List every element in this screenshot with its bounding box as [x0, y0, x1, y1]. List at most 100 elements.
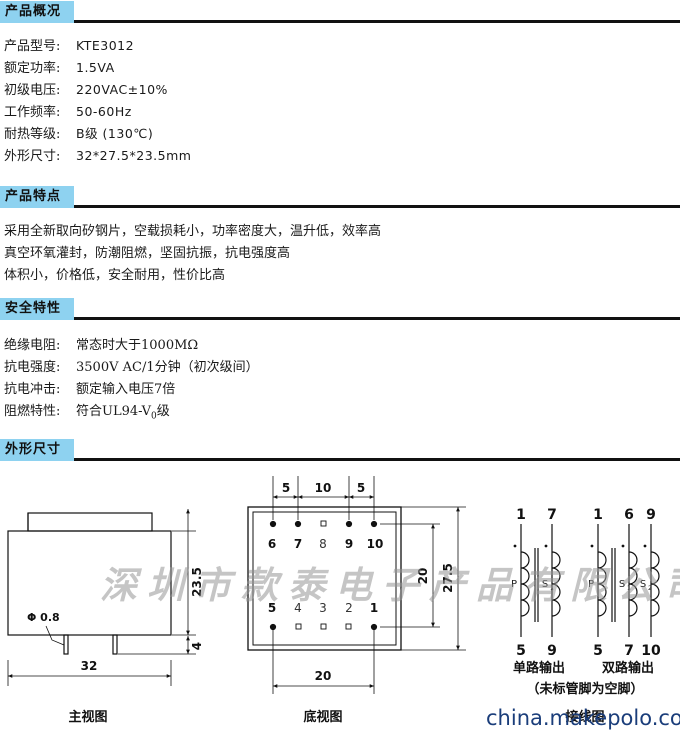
spec-label: 耐热等级: [4, 127, 61, 142]
spec-row-frequency: 工作频率: 50-60Hz [4, 103, 132, 122]
wiring-diagram [520, 524, 660, 637]
spec-value: 220VAC±10% [76, 82, 168, 97]
pin-number: 2 [345, 601, 353, 615]
terminal-number: 6 [624, 507, 634, 523]
safety-row-flame: 阻燃特性:符合UL94-V0级 [4, 403, 170, 426]
spec-label: 额定功率: [4, 61, 61, 76]
polarity-dot [643, 544, 647, 548]
secondary-coil [551, 551, 561, 617]
pin-hole [370, 623, 378, 631]
front-view [7, 509, 196, 686]
section-divider [74, 205, 680, 208]
front-view-caption: 主视图 [68, 709, 107, 725]
safety-row-insulation: 绝缘电阻:常态时大于1000MΩ [4, 337, 198, 355]
spec-label: 工作频率: [4, 105, 61, 120]
coil-subscript: 1 [627, 585, 631, 592]
empty-pin [295, 623, 302, 630]
terminal-number: 1 [516, 507, 526, 523]
spec-value: 1.5VA [76, 60, 115, 75]
leader-line [45, 625, 65, 646]
site-watermark: china.makepolo.com [486, 706, 680, 730]
pin-number: 3 [319, 601, 327, 615]
pin-number: 8 [319, 537, 327, 551]
spec-value: 50-60Hz [76, 104, 132, 119]
safety-label: 阻燃特性: [4, 404, 61, 419]
polarity-dot [544, 544, 548, 548]
coil-subscript: 2 [648, 585, 652, 592]
section-header-dimensions: 外形尺寸 [0, 439, 680, 461]
front-dim-height-label: 23.5 [190, 567, 204, 597]
section-title: 外形尺寸 [0, 439, 74, 461]
bottom-view-inner [252, 511, 397, 646]
pin-number: 4 [294, 601, 302, 615]
secondary-coil-2 [650, 551, 660, 617]
feature-line: 体积小，价格低，安全耐用，性价比高 [4, 268, 226, 283]
unused-pin-note: （未标管脚为空脚） [526, 681, 643, 697]
coil-subscript: 1 [550, 585, 554, 592]
section-divider [74, 458, 680, 461]
front-dim-width-label: 32 [81, 659, 98, 673]
section-title: 产品特点 [0, 186, 74, 208]
empty-pin [320, 623, 327, 630]
feature-line: 采用全新取向矽钢片，空载损耗小，功率密度大，温升低，效率高 [4, 224, 382, 239]
bottom-dim-bottom: 20 [315, 669, 332, 683]
safety-value: 符合UL94-V [76, 404, 151, 419]
safety-value-tail: 级 [156, 404, 170, 419]
terminal-number: 5 [593, 643, 603, 659]
pin-number: 9 [345, 537, 353, 551]
secondary-coil-1 [628, 551, 638, 617]
terminal-number: 7 [624, 643, 634, 659]
coil-label: S [640, 579, 646, 590]
bottom-dim-outer: 27.5 [441, 563, 455, 593]
pin-hole [294, 520, 302, 528]
pin-number: 7 [294, 537, 302, 551]
coil-label: S [619, 579, 625, 590]
empty-pin [345, 623, 352, 630]
section-header-features: 产品特点 [0, 186, 680, 208]
terminal-number: 9 [646, 507, 656, 523]
double-output-label: 双路输出 [602, 660, 654, 676]
polarity-dot [590, 544, 594, 548]
terminal-number: 7 [547, 507, 557, 523]
polarity-dot [513, 544, 517, 548]
primary-coil [520, 551, 530, 617]
primary-coil [597, 551, 607, 617]
safety-label: 抗电强度: [4, 360, 61, 375]
safety-row-surge: 抗电冲击:额定输入电压7倍 [4, 381, 175, 399]
coil-label: S [542, 579, 548, 590]
bottom-dim-top-left: 5 [282, 481, 290, 495]
pin-number: 1 [370, 601, 378, 615]
safety-row-dielectric: 抗电强度: 3500V AC/1分钟（初次级间） [4, 359, 259, 377]
spec-row-voltage: 初级电压:220VAC±10% [4, 81, 168, 100]
section-header-overview: 产品概况 [0, 1, 680, 23]
terminal-number: 5 [516, 643, 526, 659]
pin-hole [370, 520, 378, 528]
polarity-dot [621, 544, 625, 548]
bottom-dim-inner: 20 [416, 568, 430, 585]
front-view-body [7, 530, 172, 636]
safety-value: 3500V AC/1分钟（初次级间） [76, 360, 259, 375]
empty-pin [320, 520, 327, 527]
front-pin-diameter-label: Φ 0.8 [27, 611, 60, 624]
bottom-dim-top-middle: 10 [315, 481, 332, 495]
safety-label: 抗电冲击: [4, 382, 61, 397]
spec-row-heat-class: 耐热等级: B级 (130℃) [4, 125, 153, 144]
section-header-safety: 安全特性 [0, 298, 680, 320]
pin-hole [345, 520, 353, 528]
section-divider [74, 20, 680, 23]
terminal-number: 1 [593, 507, 603, 523]
section-title: 安全特性 [0, 298, 74, 320]
front-view-pin-left [63, 634, 69, 655]
terminal-number: 10 [641, 643, 661, 659]
front-view-pin-right [112, 634, 118, 655]
feature-line: 真空环氧灌封，防潮阻燃，坚固抗振，抗电强度高 [4, 246, 291, 261]
pin-number: 5 [268, 601, 276, 615]
wiring-caption: 接线图 [565, 709, 604, 725]
single-output-label: 单路输出 [513, 660, 565, 676]
spec-value: B级 (130℃) [76, 126, 154, 141]
pin-number: 6 [268, 537, 276, 551]
spec-value: 32*27.5*23.5mm [76, 148, 192, 163]
spec-row-size: 外形尺寸: 32*27.5*23.5mm [4, 147, 191, 166]
spec-label: 外形尺寸: [4, 149, 61, 164]
spec-row-power: 额定功率: 1.5VA [4, 59, 115, 78]
